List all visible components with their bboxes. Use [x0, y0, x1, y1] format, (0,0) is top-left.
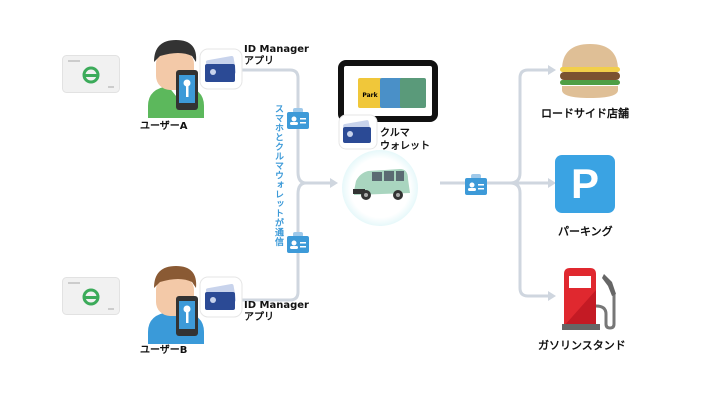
arrow-to-car	[330, 178, 338, 188]
id-badge-icon	[287, 232, 309, 253]
user-b-label: ユーザーB	[140, 345, 188, 356]
burger-connector	[509, 68, 548, 185]
id-badge-icon	[465, 174, 487, 195]
connector-text: スマホとクルマウォレットが通信	[273, 104, 283, 247]
hair	[154, 40, 197, 62]
smart-key-card-a	[62, 55, 120, 93]
user-a-figure	[148, 40, 204, 118]
wallet-card-green	[400, 78, 426, 108]
wallet-card-park: Park	[358, 78, 382, 108]
gas-connector	[509, 181, 548, 298]
car-display-screen: Park	[338, 60, 438, 122]
hair	[154, 266, 197, 288]
user-b-app-label-line1: ID Manager	[244, 300, 309, 311]
parking-label: パーキング	[558, 225, 613, 238]
gas-station-label: ガソリンスタンド	[538, 339, 626, 352]
key-icon	[183, 305, 191, 313]
roadside-store-label: ロードサイド店舗	[541, 107, 629, 120]
arrow-to-burger	[548, 65, 556, 75]
user-a-app-label-line1: ID Manager	[244, 44, 309, 55]
id-manager-app-icon[interactable]	[199, 48, 243, 90]
arrow-to-parking	[548, 178, 556, 188]
smart-key-card-b	[62, 277, 120, 315]
user-b-figure	[148, 266, 204, 344]
car-wallet-label-line2: ウォレット	[380, 141, 430, 152]
car-icon	[353, 169, 410, 200]
parking-icon: P	[555, 155, 615, 213]
id-badge-icon	[287, 108, 309, 129]
burger-icon	[560, 44, 620, 98]
user-b-app-label-line2: アプリ	[244, 312, 274, 323]
user-b-connector	[238, 181, 307, 302]
user-a-app-label-line2: アプリ	[244, 56, 274, 67]
key-icon	[183, 79, 191, 87]
car-wallet-app-icon[interactable]	[338, 114, 378, 150]
gas-pump-icon	[562, 268, 616, 330]
id-manager-app-icon[interactable]	[199, 276, 243, 318]
arrow-to-gas	[548, 291, 556, 301]
car-wallet-label-line1: クルマ	[380, 128, 410, 139]
user-a-label: ユーザーA	[140, 121, 188, 132]
